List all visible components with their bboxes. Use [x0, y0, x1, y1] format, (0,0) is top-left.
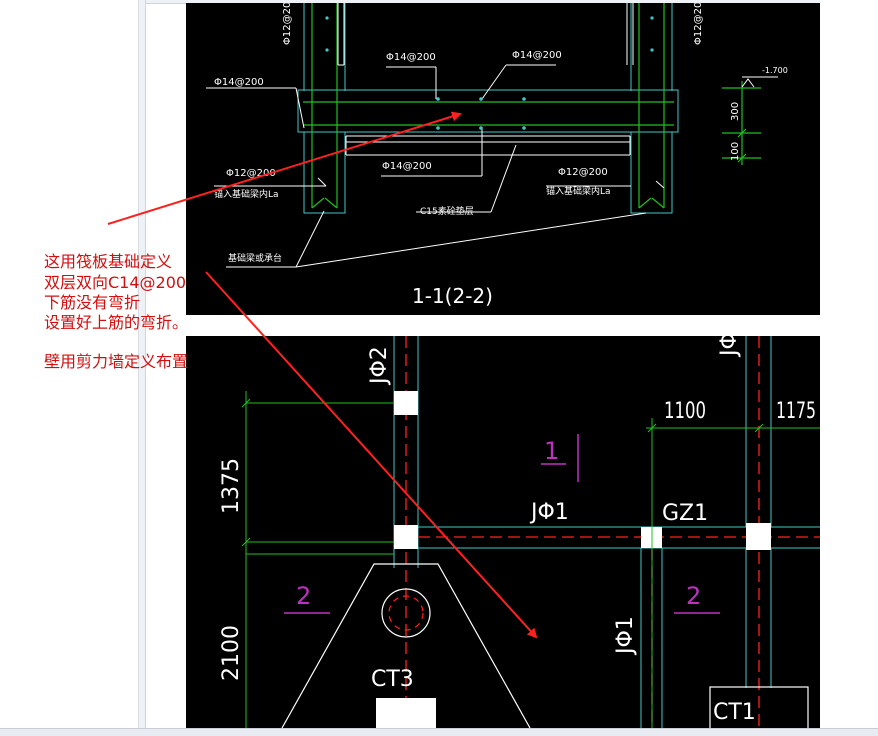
rebar-top-left-label: Φ14@200	[386, 52, 436, 63]
dim-300-label: 300	[730, 102, 741, 121]
beam-horizontal-label: JΦ1	[529, 500, 569, 525]
column-gz1-label: GZ1	[662, 501, 708, 526]
anchor-right-bar-label: Φ12@200	[558, 167, 608, 178]
annotation-line-2: 双层双向C14@200	[44, 273, 187, 292]
dim-1100-label: 1100	[664, 399, 706, 424]
dim-100-label: 100	[730, 142, 741, 161]
beam-top-right-label: JΦ	[717, 336, 742, 358]
pile-cap-ct1-label: CT1	[713, 700, 756, 725]
section-mark-1: 1	[544, 437, 559, 465]
beam-top-left-label: JΦ2	[367, 346, 392, 386]
section-title: 1-1(2-2)	[412, 284, 493, 308]
dim-1175-label: 1175	[776, 399, 816, 424]
plan-drawing: 1 2 2 1100 1175 JΦ1 GZ1 CT3 CT1 JΦ2 JΦ 1…	[186, 336, 820, 728]
base-note-label: 基础梁或承台	[228, 252, 282, 264]
anchor-right-text: 锚入基础梁内La	[546, 185, 611, 197]
right-margin	[820, 0, 878, 728]
section-mark-2-right: 2	[686, 582, 701, 610]
beam-vertical-label: JΦ1	[613, 616, 638, 656]
annotation-line-1: 这用筏板基础定义	[44, 252, 173, 271]
pile-cap-ct3-label: CT3	[371, 667, 414, 692]
dim-1375-label: 1375	[219, 458, 244, 514]
elevation-label: -1.700	[762, 66, 788, 75]
wall-right-vertical-label: Φ12@200	[693, 3, 704, 45]
rebar-top-right-label: Φ14@200	[512, 50, 562, 61]
horizontal-scrollbar[interactable]	[0, 728, 878, 736]
section-mark-2-left: 2	[296, 582, 311, 610]
dim-2100-label: 2100	[219, 625, 244, 681]
section-drawing: Φ14@200 Φ14@200 Φ14@200 Φ14@200 Φ12@200 …	[186, 3, 820, 315]
annotation-line-5: 壁用剪力墙定义布置	[44, 352, 189, 371]
anchor-left-bar-label: Φ12@200	[226, 168, 276, 179]
rebar-bottom-label: Φ14@200	[382, 161, 432, 172]
side-left-label: Φ14@200	[214, 77, 264, 88]
left-panel-divider	[139, 0, 146, 728]
annotation-line-3: 下筋没有弯折	[44, 293, 141, 312]
cushion-label: C15素砼垫层	[420, 205, 474, 217]
annotation-line-4: 设置好上筋的弯折。	[44, 313, 189, 332]
anchor-left-text: 锚入基础梁内La	[214, 188, 279, 200]
wall-left-vertical-label: Φ12@200	[282, 3, 293, 45]
